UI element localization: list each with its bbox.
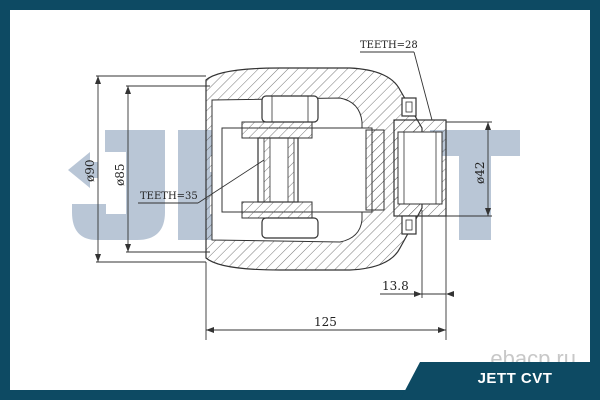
teeth-inner-label: TEETH=35: [140, 191, 198, 202]
dia-85-label: ø85: [113, 164, 127, 187]
spline-stub: [393, 97, 447, 235]
length-13-8-label: 13.8: [382, 279, 409, 293]
drawing-canvas: TEETH=28 TEETH=35 ø90 ø85 ø42 13.8 125 e…: [10, 10, 590, 390]
brand-band: [400, 362, 600, 400]
length-125-label: 125: [314, 315, 337, 329]
cv-joint-drawing: TEETH=28 TEETH=35 ø90 ø85 ø42 13.8 125: [68, 40, 520, 340]
brand-label: JETT CVT: [477, 370, 553, 387]
dia-90-label: ø90: [83, 160, 97, 183]
housing: [205, 67, 423, 271]
teeth-outer-label: TEETH=28: [360, 40, 418, 51]
dimension-lines: [96, 51, 492, 340]
dia-42-label: ø42: [473, 162, 487, 185]
arrowheads: [95, 76, 491, 333]
